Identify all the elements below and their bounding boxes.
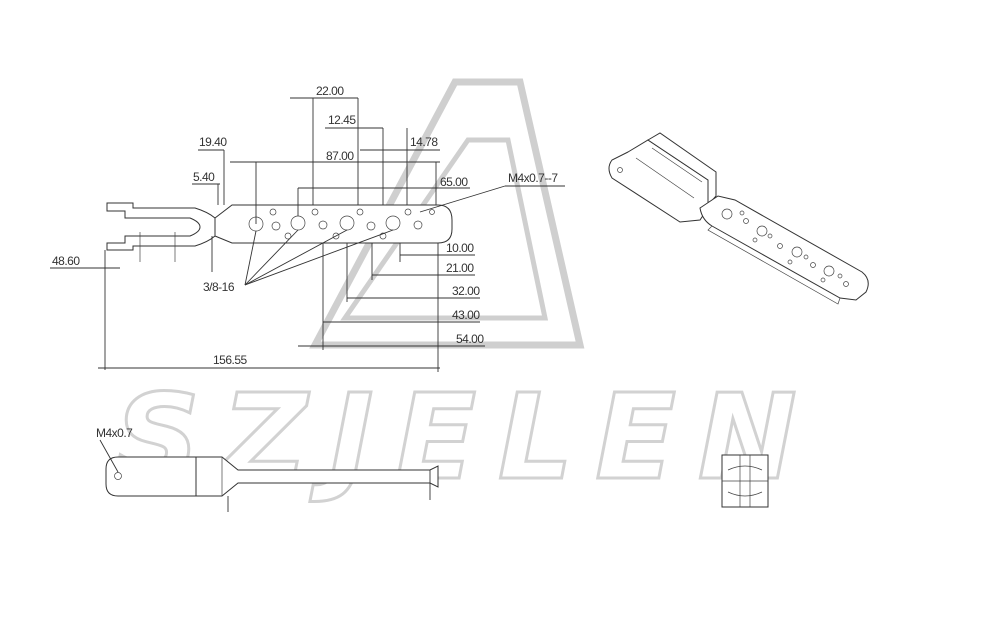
end-view-part [721, 454, 769, 508]
thread-m4-07-7-label: M4x0.7--7 [508, 171, 558, 185]
dim-54-00: 54.00 [456, 332, 484, 346]
dim-156-55: 156.55 [213, 353, 248, 367]
side-view-part [99, 439, 439, 512]
dim-10-00: 10.00 [446, 241, 474, 255]
dim-14-78: 14.78 [410, 135, 438, 149]
top-view-part [106, 202, 453, 262]
isometric-view-part [608, 132, 869, 305]
dim-43-00: 43.00 [452, 308, 480, 322]
watermark-logo [309, 78, 585, 349]
dim-65-00: 65.00 [440, 175, 468, 189]
dim-21-00: 21.00 [446, 261, 474, 275]
dim-22-00: 22.00 [316, 84, 344, 98]
dimension-lines [50, 97, 565, 372]
dim-5-40: 5.40 [193, 170, 215, 184]
dim-32-00: 32.00 [452, 284, 480, 298]
thread-m4-07-label: M4x0.7 [96, 426, 133, 440]
dim-87-00: 87.00 [326, 149, 354, 163]
watermark-brand-text: SZJELEN [115, 368, 819, 506]
dim-19-40: 19.40 [199, 135, 227, 149]
hole-3-8-16-label: 3/8-16 [203, 280, 235, 294]
dim-48-60: 48.60 [52, 254, 80, 268]
dim-12-45: 12.45 [328, 113, 356, 127]
